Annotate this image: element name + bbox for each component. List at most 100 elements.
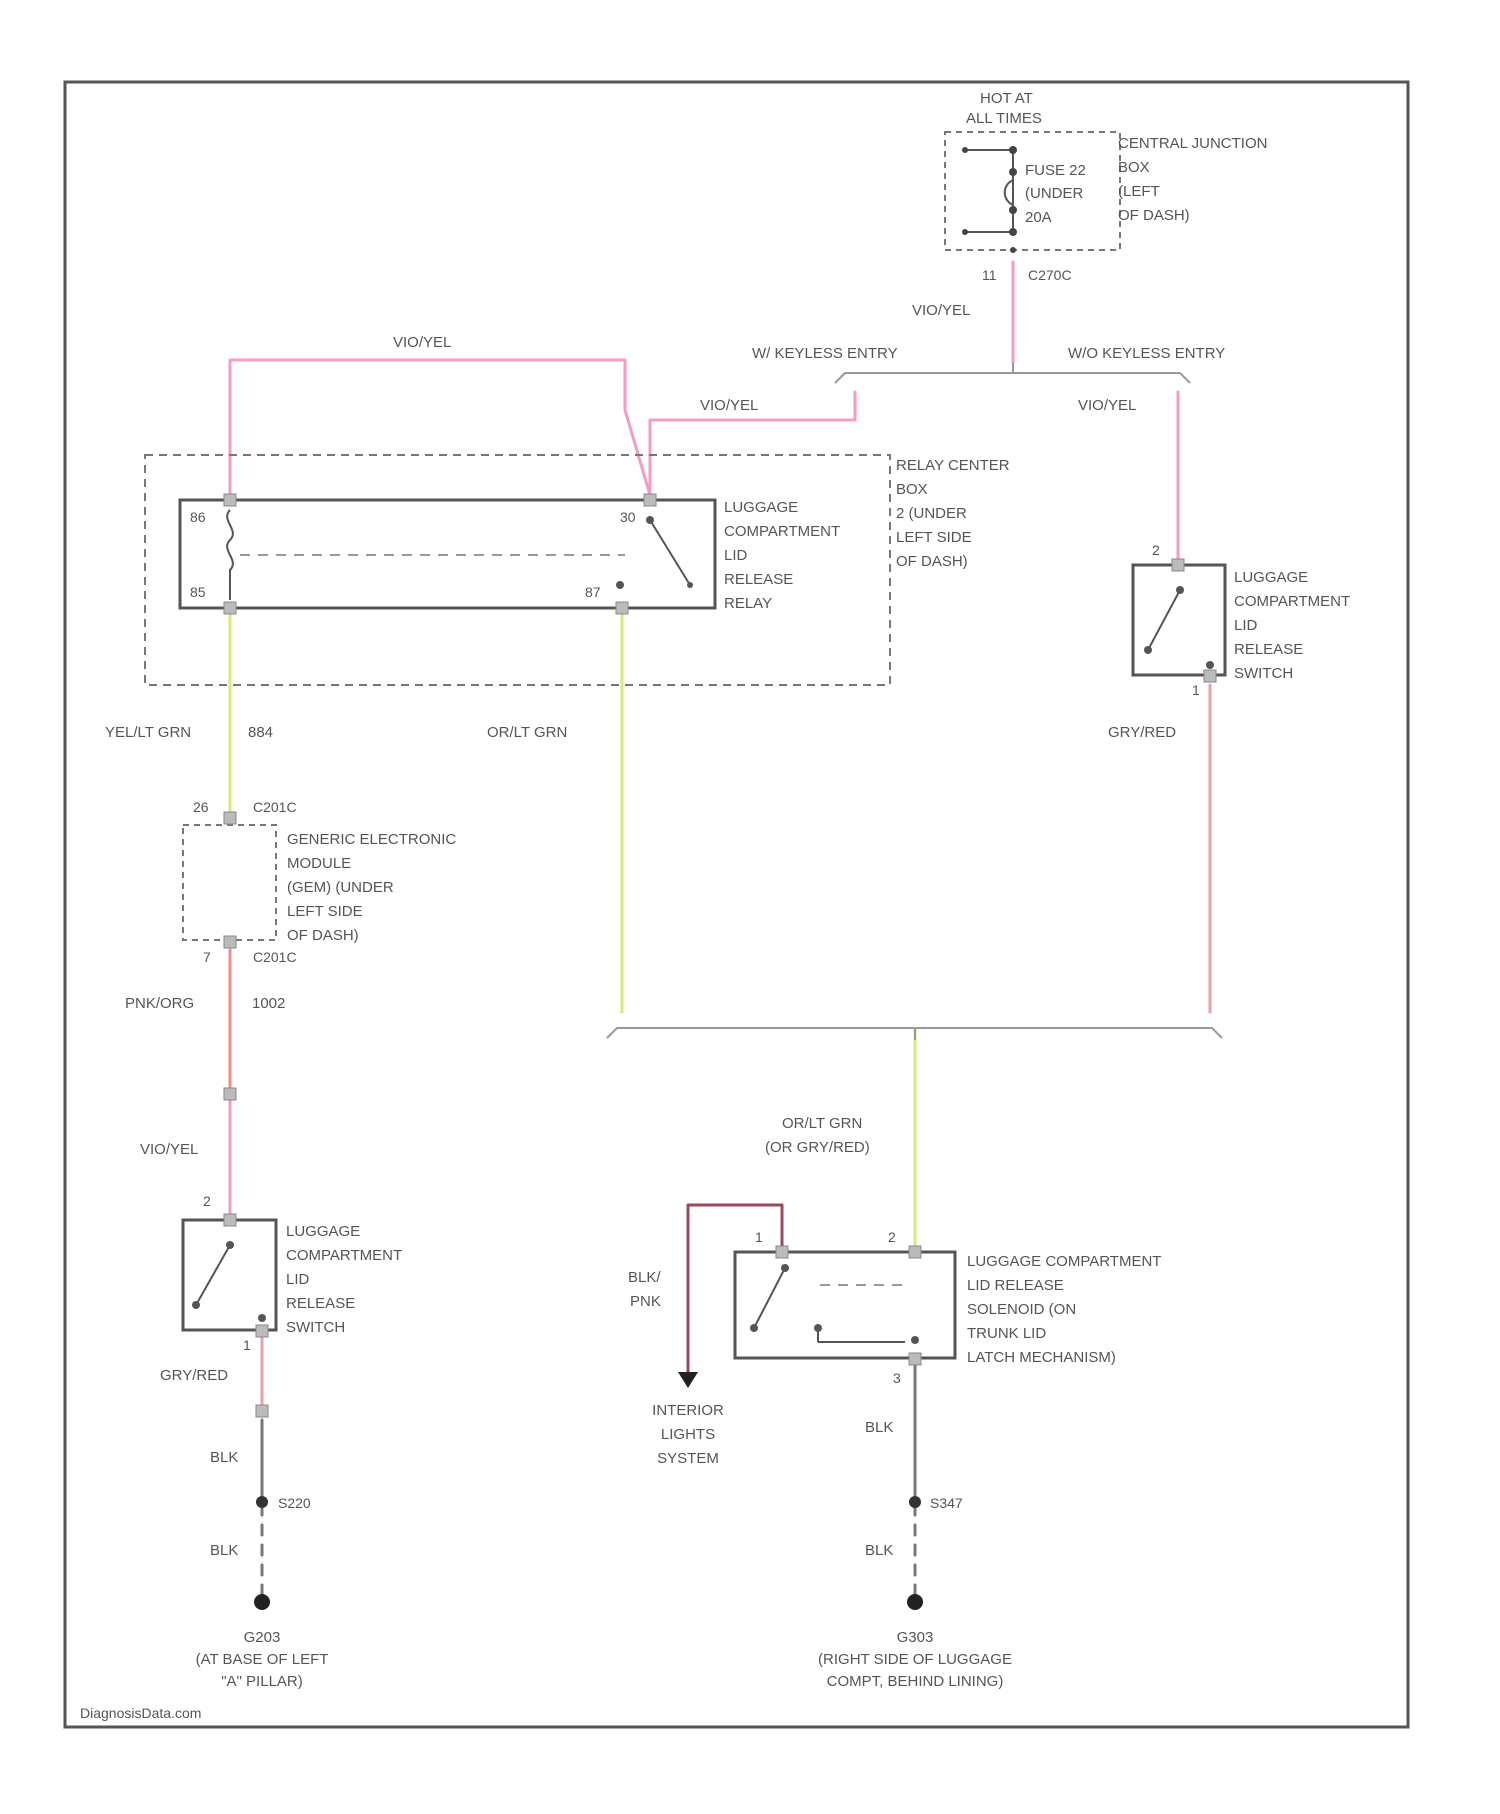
branch-without-keyless: W/O KEYLESS ENTRY: [1068, 345, 1225, 362]
wire-label-gem-feed: YEL/LT GRN: [105, 724, 191, 741]
ground-left-id: G203: [244, 1629, 281, 1646]
switch-right-body: [1133, 565, 1225, 675]
wire-label-switch-right-out: GRY/RED: [1108, 724, 1176, 741]
interior-label-3: SYSTEM: [657, 1450, 719, 1467]
wire-label-gem-out-circuit: 1002: [252, 995, 285, 1012]
gem-pin-top: 26: [193, 799, 209, 815]
junction-label-3: (LEFT: [1118, 183, 1160, 200]
relay-center-label-1: RELAY CENTER: [896, 457, 1010, 474]
ground-right-id: G303: [897, 1629, 934, 1646]
wire-label-ground-right-1: BLK: [865, 1419, 893, 1436]
wire-label-relay-branch: VIO/YEL: [700, 397, 758, 414]
wire-label-top-feed: VIO/YEL: [912, 302, 970, 319]
wire-label-ground-left-1: BLK: [210, 1449, 238, 1466]
wire-label-switch-left-out: GRY/RED: [160, 1367, 228, 1384]
solenoid-label-4: TRUNK LID: [967, 1325, 1046, 1342]
relay-label-5: RELAY: [724, 595, 772, 612]
wire-label-relay-out: OR/LT GRN: [487, 724, 567, 741]
ground-right-dot: [907, 1594, 923, 1610]
junction-pin: 11: [982, 267, 997, 283]
relay-center-label-4: LEFT SIDE: [896, 529, 972, 546]
switch-left-body: [183, 1220, 276, 1330]
hot-label-2: ALL TIMES: [966, 110, 1042, 127]
ground-left-desc-2: "A" PILLAR): [221, 1673, 303, 1690]
splice-left-dot: [256, 1496, 268, 1508]
interior-label-2: LIGHTS: [661, 1426, 715, 1443]
gem-pin-bottom: 7: [203, 949, 211, 965]
relay-pin-30: 30: [620, 509, 636, 525]
wire-label-ground-left-2: BLK: [210, 1542, 238, 1559]
hot-label-1: HOT AT: [980, 90, 1033, 107]
ground-right-desc-1: (RIGHT SIDE OF LUGGAGE: [818, 1651, 1012, 1668]
watermark: DiagnosisData.com: [80, 1705, 201, 1721]
switch-right-label-1: LUGGAGE: [1234, 569, 1308, 586]
relay-pin-87: 87: [585, 584, 601, 600]
wire-label-solenoid-feed: OR/LT GRN: [782, 1115, 862, 1132]
fuse-label-1: FUSE 22: [1025, 162, 1086, 179]
splice-left-label: S220: [278, 1495, 311, 1511]
solenoid-label-5: LATCH MECHANISM): [967, 1349, 1116, 1366]
switch-left-label-4: RELEASE: [286, 1295, 355, 1312]
wire-label-relay-top: VIO/YEL: [393, 334, 451, 351]
relay-label-2: COMPARTMENT: [724, 523, 840, 540]
junction-connector: C270C: [1028, 267, 1072, 283]
wire-label-gem-circuit: 884: [248, 724, 273, 741]
solenoid-pin-1: 1: [755, 1229, 763, 1245]
switch-right-label-5: SWITCH: [1234, 665, 1293, 682]
gem-conn-bottom: C201C: [253, 949, 297, 965]
wire-label-interior-2: PNK: [630, 1293, 661, 1310]
fuse-label-3: 20A: [1025, 209, 1052, 226]
splice-right-label: S347: [930, 1495, 963, 1511]
relay-center-label-5: OF DASH): [896, 553, 968, 570]
junction-label-1: CENTRAL JUNCTION: [1118, 135, 1267, 152]
wire-label-ground-right-2: BLK: [865, 1542, 893, 1559]
gem-label-5: OF DASH): [287, 927, 359, 944]
relay-label-3: LID: [724, 547, 748, 564]
solenoid-label-3: SOLENOID (ON: [967, 1301, 1076, 1318]
wire-label-solenoid-feed-alt: (OR GRY/RED): [765, 1139, 870, 1156]
switch-right-pin-1: 1: [1192, 682, 1200, 698]
gem-conn-top: C201C: [253, 799, 297, 815]
switch-right-label-2: COMPARTMENT: [1234, 593, 1350, 610]
relay-center-label-2: BOX: [896, 481, 928, 498]
relay-label-1: LUGGAGE: [724, 499, 798, 516]
splice-right-dot: [909, 1496, 921, 1508]
solenoid-label-2: LID RELEASE: [967, 1277, 1064, 1294]
branch-bracket-top: [835, 362, 1190, 383]
ground-left-dot: [254, 1594, 270, 1610]
wire-relay-top: [230, 360, 650, 500]
switch-left-pin-2: 2: [203, 1193, 211, 1209]
branch-with-keyless: W/ KEYLESS ENTRY: [752, 345, 898, 362]
switch-left-label-2: COMPARTMENT: [286, 1247, 402, 1264]
gem-label-2: MODULE: [287, 855, 351, 872]
gem-label-1: GENERIC ELECTRONIC: [287, 831, 456, 848]
switch-left-pin-1: 1: [243, 1337, 251, 1353]
relay-pin-85: 85: [190, 584, 206, 600]
fuse-label-2: (UNDER: [1025, 185, 1083, 202]
junction-label-2: BOX: [1118, 159, 1150, 176]
wire-label-gem-out: PNK/ORG: [125, 995, 194, 1012]
solenoid-pin-3: 3: [893, 1370, 901, 1386]
ground-left-desc-1: (AT BASE OF LEFT: [196, 1651, 329, 1668]
gem-label-4: LEFT SIDE: [287, 903, 363, 920]
branch-bracket-bottom: [607, 1028, 1222, 1040]
outer-frame: [65, 82, 1408, 1727]
relay-center-label-3: 2 (UNDER: [896, 505, 967, 522]
relay-label-4: RELEASE: [724, 571, 793, 588]
switch-left-label-3: LID: [286, 1271, 310, 1288]
switch-right-pin-2: 2: [1152, 542, 1160, 558]
wire-label-right-branch: VIO/YEL: [1078, 397, 1136, 414]
gem-box: [183, 825, 276, 940]
junction-label-4: OF DASH): [1118, 207, 1190, 224]
ground-right-desc-2: COMPT, BEHIND LINING): [827, 1673, 1004, 1690]
wire-label-interior-1: BLK/: [628, 1269, 661, 1286]
switch-left-label-1: LUGGAGE: [286, 1223, 360, 1240]
interior-label-1: INTERIOR: [652, 1402, 724, 1419]
switch-right-label-4: RELEASE: [1234, 641, 1303, 658]
switch-left-label-5: SWITCH: [286, 1319, 345, 1336]
switch-right-label-3: LID: [1234, 617, 1258, 634]
relay-center-box: [145, 455, 890, 685]
gem-label-3: (GEM) (UNDER: [287, 879, 394, 896]
